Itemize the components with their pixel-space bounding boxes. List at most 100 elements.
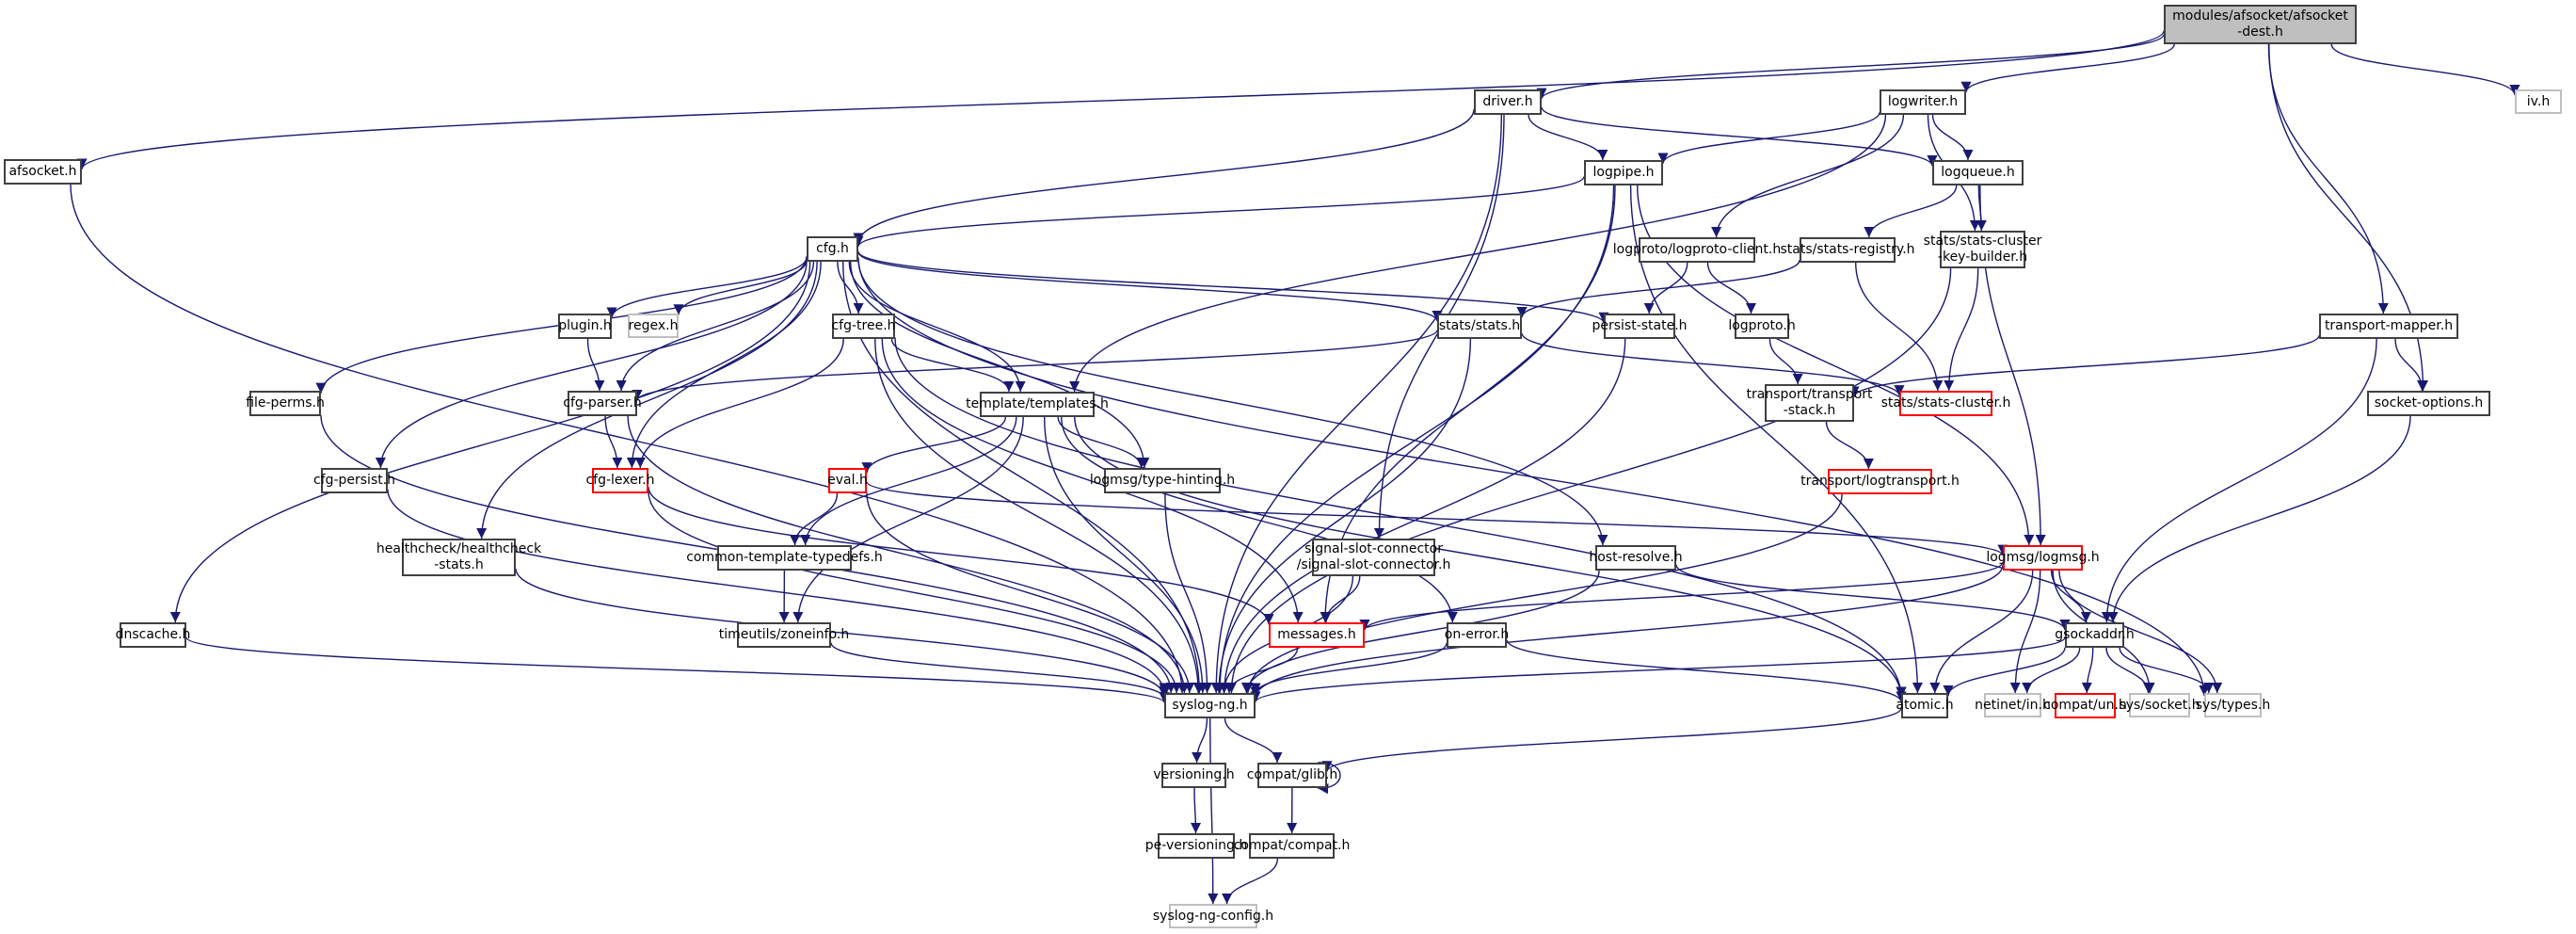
edge-syslog_ng-to-compat_glib — [1224, 717, 1283, 764]
node-logwriter[interactable]: logwriter.h — [1880, 89, 1966, 115]
node-stats-registry[interactable]: stats/stats-registry.h — [1780, 237, 1915, 263]
edge-cfg-to-regex — [673, 260, 808, 315]
node-stats-cluster[interactable]: stats/stats-cluster.h — [1881, 391, 2010, 416]
edge-afsocket-to-syslog_ng — [70, 184, 1188, 694]
node-transport-logtransport[interactable]: transport/logtransport.h — [1800, 469, 1960, 494]
node-logpipe[interactable]: logpipe.h — [1584, 160, 1663, 185]
edge-socket_options-to-gsockaddr — [2107, 415, 2411, 623]
node-pe-versioning[interactable]: pe-versioning.h — [1145, 833, 1247, 859]
edge-eval-to-logmsg — [866, 481, 2008, 556]
node-compat-glib[interactable]: compat/glib.h — [1247, 763, 1337, 788]
edge-cfg_tree-to-cfg_lexer — [634, 338, 844, 469]
edge-stats_ckb-to-stats_cluster — [1944, 267, 1979, 392]
edge-gsockaddr-to-atomic — [1943, 647, 2066, 697]
node-atomic[interactable]: atomic.h — [1896, 693, 1954, 718]
node-common-template-typedefs[interactable]: common-template-typedefs.h — [686, 545, 883, 571]
node-netinet-in[interactable]: netinet/in.h — [1975, 693, 2051, 717]
edge-driver-to-syslog_ng — [1210, 114, 1502, 694]
edge-templates-to-common_template — [800, 416, 1017, 546]
node-afsocket[interactable]: afsocket.h — [4, 159, 82, 185]
edge-gsockaddr-to-sys_socket — [2105, 647, 2154, 694]
node-sys-socket[interactable]: sys/socket.h — [2119, 693, 2200, 717]
node-eval[interactable]: eval.h — [827, 468, 868, 493]
edge-logmsg-to-gsockaddr — [2050, 570, 2091, 623]
edge-root-to-iv — [2330, 43, 2520, 96]
node-compat-un[interactable]: compat/un.h — [2043, 693, 2127, 718]
node-dnscache[interactable]: dnscache.h — [116, 622, 190, 648]
edge-logpipe-to-atomic — [1629, 185, 1923, 694]
node-logproto[interactable]: logproto.h — [1728, 314, 1796, 339]
node-versioning[interactable]: versioning.h — [1153, 763, 1235, 788]
node-gsockaddr[interactable]: gsockaddr.h — [2055, 622, 2135, 648]
node-messages[interactable]: messages.h — [1269, 622, 1365, 648]
edge-logmsg-to-messages — [1359, 561, 2004, 631]
edge-templates-to-type_hinting — [1057, 416, 1147, 469]
node-socket-options[interactable]: socket-options.h — [2367, 391, 2490, 416]
node-cfg-lexer[interactable]: cfg-lexer.h — [585, 468, 655, 493]
edge-cfg-to-sys_types — [857, 257, 2210, 697]
edge-stats_registry-to-stats — [1516, 259, 1800, 318]
node-persist-state[interactable]: persist-state.h — [1592, 314, 1688, 339]
edge-host_resolve-to-gsockaddr — [1675, 564, 2071, 631]
edge-logmsg-to-netinet_in — [2009, 570, 2041, 694]
edge-on_error-to-syslog_ng — [1250, 642, 1448, 694]
node-cfg[interactable]: cfg.h — [807, 236, 858, 262]
node-host-resolve[interactable]: host-resolve.h — [1589, 545, 1683, 571]
node-healthcheck-stats[interactable]: healthcheck/healthcheck -stats.h — [376, 539, 541, 576]
edge-gsockaddr-to-sys_types — [2119, 647, 2215, 694]
edge-compat_compat-to-syslog_ng_config — [1222, 858, 1279, 905]
edge-cfg_persist-to-syslog_ng — [387, 489, 1170, 694]
node-afsocket-dest-root[interactable]: modules/afsocket/afsocket -dest.h — [2164, 5, 2357, 44]
edge-templates-to-syslog_ng — [1044, 416, 1208, 694]
edge-cfg-to-plugin — [606, 256, 808, 318]
node-transport-mapper[interactable]: transport-mapper.h — [2319, 314, 2458, 339]
node-transport-stack[interactable]: transport/transport -stack.h — [1746, 384, 1873, 422]
node-signal-slot-connector[interactable]: signal-slot-connector /signal-slot-conne… — [1297, 539, 1450, 576]
edge-transport_mapper-to-socket_options — [2394, 338, 2428, 392]
edge-cfg-to-type_hinting — [850, 261, 1150, 469]
node-cfg-parser[interactable]: cfg-parser.h — [563, 391, 642, 416]
edge-syslog_ng-to-versioning — [1192, 717, 1208, 764]
edge-gsockaddr-to-compat_un — [2081, 647, 2094, 694]
edge-stats_registry-to-stats_cluster — [1855, 262, 1944, 392]
node-stats-cluster-key-builder[interactable]: stats/stats-cluster -key-builder.h — [1924, 231, 2041, 268]
node-compat-compat[interactable]: compat/compat.h — [1234, 833, 1350, 859]
edge-logproto-to-transport_stack — [1768, 338, 1803, 385]
edge-logpipe-to-cfg — [853, 176, 1585, 248]
node-file-perms[interactable]: file-perms.h — [246, 391, 325, 416]
node-stats[interactable]: stats/stats.h — [1437, 314, 1522, 339]
node-iv[interactable]: iv.h — [2515, 89, 2562, 114]
node-plugin[interactable]: plugin.h — [558, 314, 612, 339]
node-logproto-client[interactable]: logproto/logproto-client.h — [1613, 237, 1781, 263]
node-template-templates[interactable]: template/templates.h — [966, 392, 1109, 417]
node-syslog-ng[interactable]: syslog-ng.h — [1164, 693, 1256, 718]
edge-transport_mapper-to-gsockaddr — [2101, 338, 2377, 623]
edge-persist_state-to-syslog_ng — [1219, 338, 1626, 694]
node-cfg-persist[interactable]: cfg-persist.h — [313, 468, 395, 493]
edge-cfg-to-stats — [857, 251, 1443, 322]
edge-logwriter-to-logpipe — [1657, 112, 1880, 164]
node-regex[interactable]: regex.h — [628, 314, 679, 338]
edge-stats_ckb-to-syslog_ng — [1225, 267, 1952, 694]
edge-stats-to-stats_cluster — [1521, 332, 1905, 396]
node-logmsg-type-hinting[interactable]: logmsg/type-hinting.h — [1090, 468, 1235, 493]
edge-cfg_parser-to-cfg_lexer — [604, 415, 623, 469]
edge-transport_mapper-to-transport_stack — [1848, 335, 2320, 397]
node-on-error[interactable]: on-error.h — [1445, 622, 1509, 648]
edge-dnscache-to-syslog_ng — [185, 636, 1170, 703]
edge-root-to-driver — [1536, 34, 2165, 100]
edge-root-to-transport_mapper — [2267, 43, 2389, 314]
edge-cfg_tree-to-syslog_ng — [874, 338, 1204, 694]
node-cfg-tree[interactable]: cfg-tree.h — [831, 314, 896, 339]
node-syslog-ng-config[interactable]: syslog-ng-config.h — [1153, 904, 1273, 928]
node-logmsg-logmsg[interactable]: logmsg/logmsg.h — [1986, 545, 2100, 571]
edge-eval-to-syslog_ng — [866, 492, 1195, 694]
edge-plugin-to-cfg_parser — [586, 338, 605, 392]
node-sys-types[interactable]: sys/types.h — [2196, 693, 2270, 717]
edge-cfg-to-dnscache — [169, 261, 811, 623]
edge-templates-to-on_error — [1061, 416, 1458, 623]
node-timeutils-zoneinfo[interactable]: timeutils/zoneinfo.h — [719, 622, 849, 648]
node-logqueue[interactable]: logqueue.h — [1932, 160, 2024, 185]
node-driver[interactable]: driver.h — [1474, 89, 1542, 115]
